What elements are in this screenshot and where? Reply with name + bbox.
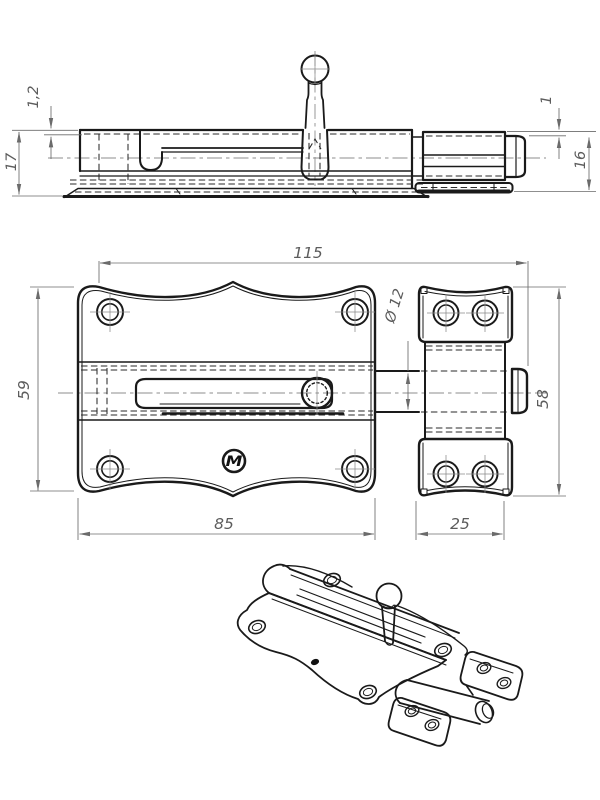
iso-knob [375,582,403,646]
iso-barrel [262,563,460,661]
keeper-plan [417,285,514,497]
dim-plate-width: 85 [214,515,234,533]
dim-keeper-width: 25 [450,515,470,533]
plate-plan: M [76,280,377,498]
iso-keeper [387,650,524,747]
dim-keeper-height-side: 16 [573,151,589,169]
dim-keeper-height-plan: 58 [534,389,552,409]
iso-plate-face [236,592,447,705]
dim-overall-length: 115 [293,244,323,262]
iso-center-mark [310,658,320,666]
iso-far-edge [282,565,468,656]
knob-plan [300,371,334,415]
dim-bolt-step: 1 [539,95,555,104]
dim-plate-height-side: 17 [4,152,20,171]
plan-view: M [15,244,566,540]
iso-plate-holes [247,572,453,700]
bolt-plan [374,367,529,415]
side-dimensions: 1,2 17 1 16 [4,85,596,197]
brand-logo-letter: M [226,453,243,469]
plan-dimensions: 115 59 58 85 25 Ø 12 [15,244,566,540]
isometric-view [236,563,524,747]
plate-body-side [70,128,424,190]
brand-logo: M [221,448,247,474]
keeper-side [414,130,527,194]
plate-flange-side [62,187,430,199]
dim-bolt-diameter: Ø 12 [382,287,408,326]
dim-sheet-thickness: 1,2 [26,85,42,108]
plate-screw-holes [90,292,375,489]
side-view: 1,2 17 1 16 [4,51,596,199]
dim-plate-height-plan: 59 [15,380,33,400]
